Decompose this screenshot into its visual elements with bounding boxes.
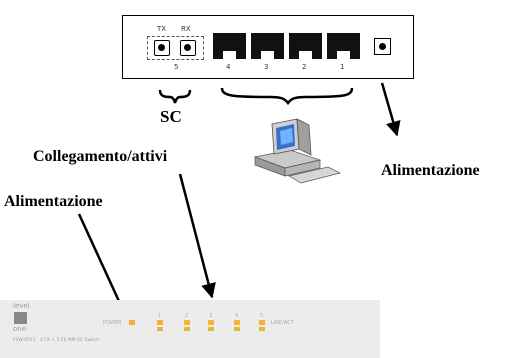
led-2-top — [184, 320, 190, 325]
led-number-3: 3 — [209, 313, 213, 319]
sc-port-rx-core — [184, 44, 191, 51]
led-1-top — [157, 320, 163, 325]
link-active-label: Collegamento/attivi — [33, 148, 168, 165]
led-number-4: 4 — [235, 313, 239, 319]
brand-logo-icon — [14, 312, 27, 324]
front-panel: level one FSW-0511 · 4 FX + 1 FE MM SC S… — [0, 300, 380, 358]
ethernet-bracket — [220, 87, 354, 106]
led-4-top — [234, 320, 240, 325]
fiber-port-group — [147, 36, 204, 60]
led-4-bottom — [234, 327, 240, 331]
power-front-label: Alimentazione — [4, 193, 103, 210]
led-2-bottom — [184, 327, 190, 331]
brand-one-text: one — [13, 325, 27, 333]
ethernet-port-3 — [251, 33, 284, 59]
led-5-top — [259, 320, 265, 325]
port-number-3: 3 — [264, 63, 269, 71]
port-number-1: 1 — [340, 63, 345, 71]
ethernet-port-1 — [327, 33, 360, 59]
led-number-5: 5 — [260, 313, 264, 319]
sc-label: SC — [160, 107, 182, 126]
power-led-label: POWER — [103, 320, 122, 326]
computer-icon — [253, 118, 341, 184]
tx-label: TX — [157, 25, 167, 33]
led-1-bottom — [157, 327, 163, 331]
led-3-top — [208, 320, 214, 325]
sc-port-rx — [180, 40, 196, 56]
sc-bracket — [158, 89, 192, 104]
link-act-label: LINK/ACT — [271, 320, 294, 326]
ethernet-port-4 — [213, 33, 246, 59]
model-text: FSW-0511 · 4 FX + 1 FE MM SC Switch — [13, 338, 100, 343]
power-jack — [374, 38, 391, 55]
led-number-2: 2 — [185, 313, 189, 319]
led-5-bottom — [259, 327, 265, 331]
power-led — [129, 320, 135, 325]
power-jack-core — [379, 43, 386, 50]
led-3-bottom — [208, 327, 214, 331]
link-active-arrow — [178, 173, 216, 299]
sc-port-tx-core — [158, 44, 165, 51]
port-number-2: 2 — [302, 63, 307, 71]
fiber-port-number: 5 — [174, 63, 179, 71]
port-number-4: 4 — [226, 63, 231, 71]
brand-level-text: level — [13, 302, 30, 310]
power-rear-arrow — [380, 82, 401, 137]
power-rear-label: Alimentazione — [381, 162, 480, 179]
rx-label: RX — [181, 25, 191, 33]
sc-port-tx — [154, 40, 170, 56]
ethernet-port-2 — [289, 33, 322, 59]
led-number-1: 1 — [158, 313, 162, 319]
